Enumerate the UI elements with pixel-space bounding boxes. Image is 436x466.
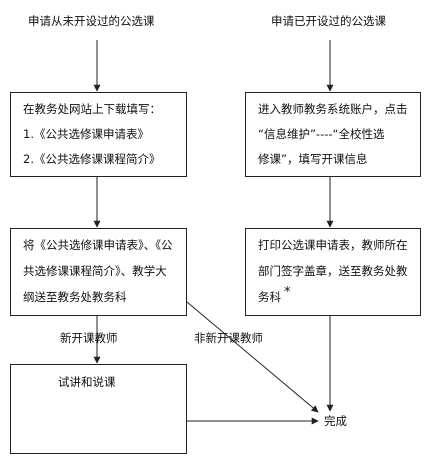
submit-box-line-2: 共选修课课程简介》、教学大 [23, 264, 167, 278]
submit-documents-box: 将《公共选修课申请表》、《公 共选修课课程简介》、教学大 纲送至教务处教务科 [10, 228, 187, 316]
print-box-line-3: 务科* [258, 285, 291, 306]
trial-box-label: 试讲和说课 [58, 375, 116, 389]
edge-label-not-new-teacher: 非新开课教师 [194, 331, 263, 345]
download-box-line-3: 2.《公共选修课课程简介》 [23, 152, 161, 166]
print-box-line-3-text: 务科 [258, 290, 281, 304]
system-box-line-2: “信息维护”----“全校性选 [258, 127, 385, 141]
download-box-line-2: 1.《公共选修课申请表》 [23, 127, 149, 141]
start-new-course: 申请从未开设过的公选课 [28, 14, 155, 28]
system-box-line-1: 进入教师教务系统账户，点击 [258, 102, 408, 116]
print-application-box: 打印公选课申请表，教师所在 部门签字盖章，送至教务处教 务科* [245, 228, 421, 316]
submit-box-line-1: 将《公共选修课申请表》、《公 [23, 238, 173, 252]
teacher-system-box: 进入教师教务系统账户，点击 “信息维护”----“全校性选 修课”，填写开课信息 [245, 92, 421, 177]
submit-box-line-3: 纲送至教务处教务科 [23, 290, 127, 304]
print-box-line-1: 打印公选课申请表，教师所在 [258, 238, 408, 252]
edge-label-new-teacher: 新开课教师 [60, 331, 118, 345]
download-forms-box: 在教务处网站上下载填写： 1.《公共选修课申请表》 2.《公共选修课课程简介》 [10, 92, 187, 177]
print-box-line-2: 部门签字盖章，送至教务处教 [258, 264, 408, 278]
system-box-line-3: 修课”，填写开课信息 [258, 152, 368, 166]
trial-lecture-box: 试讲和说课 [10, 364, 187, 454]
start-existing-course: 申请已开设过的公选课 [271, 14, 386, 28]
download-box-line-1: 在教务处网站上下载填写： [23, 102, 161, 116]
print-box-footnote-mark: * [284, 285, 291, 300]
arrow-submit-to-done [186, 301, 319, 413]
end-node-done: 完成 [324, 414, 347, 428]
